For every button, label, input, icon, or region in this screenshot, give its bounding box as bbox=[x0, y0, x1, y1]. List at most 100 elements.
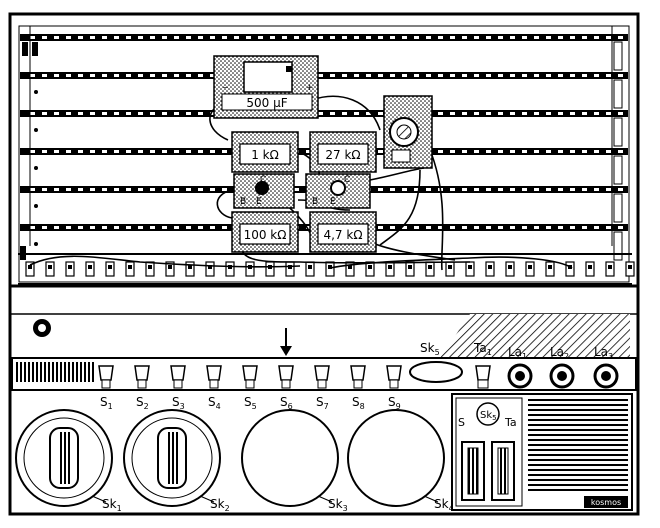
dial-label: Sk1 bbox=[102, 497, 122, 513]
strip-terminal[interactable] bbox=[325, 261, 335, 277]
ta1-label: Ta1 bbox=[473, 341, 492, 357]
brand-label: kosmos bbox=[591, 498, 621, 507]
switch-s6[interactable] bbox=[278, 365, 294, 389]
strip-terminal[interactable] bbox=[385, 261, 395, 277]
lamp-la3 bbox=[593, 363, 619, 389]
resistor-module-27k: 27 kΩ bbox=[309, 131, 377, 173]
switch-label: S5 bbox=[244, 395, 257, 411]
inset-s-label: S bbox=[458, 416, 465, 429]
transistor-module-left: B E C bbox=[233, 173, 295, 209]
strip-terminal[interactable] bbox=[625, 261, 635, 277]
dial-label: Sk2 bbox=[210, 497, 230, 513]
dial-sk3[interactable] bbox=[241, 409, 339, 507]
potentiometer-module bbox=[383, 95, 433, 169]
resistor-module-1k: 1 kΩ bbox=[231, 131, 299, 173]
dial-sk1[interactable] bbox=[15, 409, 113, 507]
switch-s5[interactable] bbox=[242, 365, 258, 389]
strip-terminal[interactable] bbox=[545, 261, 555, 277]
capacitor-minus-label: − bbox=[222, 83, 229, 92]
inset-panel: Sk5 S Ta kosmos bbox=[451, 393, 633, 511]
strip-terminal[interactable] bbox=[125, 261, 135, 277]
strip-terminal[interactable] bbox=[25, 261, 35, 277]
capacitor-module: 500 µF − + bbox=[213, 55, 319, 119]
lamp-la1 bbox=[507, 363, 533, 389]
strip-terminal[interactable] bbox=[45, 261, 55, 277]
strip-terminal[interactable] bbox=[605, 261, 615, 277]
switch-s2[interactable] bbox=[134, 365, 150, 389]
speaker-grille bbox=[528, 399, 628, 491]
board-mark bbox=[22, 42, 28, 56]
strip-terminal[interactable] bbox=[205, 261, 215, 277]
switch-row: S1 S2 S3 S4 S5 S6 S7 S8 S9 bbox=[98, 365, 402, 411]
transistor-label-b: B bbox=[240, 197, 246, 207]
ta1-button[interactable] bbox=[475, 365, 491, 389]
transistor-label-e: E bbox=[330, 197, 336, 207]
lamp-label: La3 bbox=[594, 345, 613, 361]
switch-label: S9 bbox=[388, 395, 401, 411]
lamp-label: La2 bbox=[550, 345, 569, 361]
switch-label: S7 bbox=[316, 395, 329, 411]
strip-terminal[interactable] bbox=[445, 261, 455, 277]
switch-label: S4 bbox=[208, 395, 221, 411]
switch-label: S6 bbox=[280, 395, 293, 411]
inset-ta-label: Ta bbox=[504, 416, 517, 429]
strip-terminal[interactable] bbox=[585, 261, 595, 277]
lamp-la2 bbox=[549, 363, 575, 389]
strip-terminal[interactable] bbox=[525, 261, 535, 277]
switch-label: S2 bbox=[136, 395, 149, 411]
switch-s9[interactable] bbox=[386, 365, 402, 389]
dial-sk4[interactable] bbox=[347, 409, 445, 507]
strip-terminal[interactable] bbox=[85, 261, 95, 277]
brand-badge bbox=[584, 496, 628, 508]
strip-terminal[interactable] bbox=[145, 261, 155, 277]
sk5-socket[interactable] bbox=[409, 361, 463, 383]
switch-label: S1 bbox=[100, 395, 113, 411]
arrow-down-icon bbox=[280, 346, 292, 356]
strip-terminal[interactable] bbox=[105, 261, 115, 277]
strip-terminal[interactable] bbox=[225, 261, 235, 277]
lamp-label: La1 bbox=[508, 345, 527, 361]
lamp-row: La1 La2 La3 bbox=[507, 345, 619, 389]
switch-s4[interactable] bbox=[206, 365, 222, 389]
strip-terminal[interactable] bbox=[465, 261, 475, 277]
terminal-rail bbox=[20, 72, 628, 109]
terminal-rail bbox=[20, 110, 628, 147]
dial-row: Sk1Sk2Sk3Sk4 bbox=[15, 409, 454, 513]
strip-terminal[interactable] bbox=[505, 261, 515, 277]
strip-terminal[interactable] bbox=[485, 261, 495, 277]
capacitor-plus-label: + bbox=[306, 83, 314, 93]
strip-terminal[interactable] bbox=[425, 261, 435, 277]
transistor-label-b: B bbox=[312, 197, 318, 207]
transistor-label-c: C bbox=[260, 175, 266, 185]
strip-terminal[interactable] bbox=[305, 261, 315, 277]
transistor-label-c: C bbox=[344, 175, 350, 185]
strip-terminal[interactable] bbox=[245, 261, 255, 277]
inset-sk5-socket bbox=[476, 402, 500, 426]
resistor-label-100k: 100 kΩ bbox=[244, 228, 287, 242]
resistor-module-100k: 100 kΩ bbox=[231, 211, 299, 253]
strip-terminal[interactable] bbox=[405, 261, 415, 277]
switch-s3[interactable] bbox=[170, 365, 186, 389]
strip-terminal[interactable] bbox=[165, 261, 175, 277]
capacitor-value-label: 500 µF bbox=[246, 96, 287, 110]
strip-terminal[interactable] bbox=[185, 261, 195, 277]
resistor-module-4k7: 4,7 kΩ bbox=[309, 211, 377, 253]
strip-terminal[interactable] bbox=[65, 261, 75, 277]
strip-terminal[interactable] bbox=[565, 261, 575, 277]
dial-sk2[interactable] bbox=[123, 409, 221, 507]
strip-terminal[interactable] bbox=[285, 261, 295, 277]
transistor-module-right: B E C bbox=[305, 173, 371, 209]
strip-terminal[interactable] bbox=[265, 261, 275, 277]
transistor-label-e: E bbox=[256, 197, 262, 207]
terminal-rail bbox=[20, 34, 628, 71]
switch-label: S8 bbox=[352, 395, 365, 411]
sk5-label: Sk5 bbox=[420, 341, 440, 357]
dial-label: Sk3 bbox=[328, 497, 348, 513]
switch-s7[interactable] bbox=[314, 365, 330, 389]
switch-s1[interactable] bbox=[98, 365, 114, 389]
switch-label: S3 bbox=[172, 395, 185, 411]
switch-s8[interactable] bbox=[350, 365, 366, 389]
resistor-label-1k: 1 kΩ bbox=[251, 148, 279, 162]
resistor-label-27k: 27 kΩ bbox=[325, 148, 360, 162]
